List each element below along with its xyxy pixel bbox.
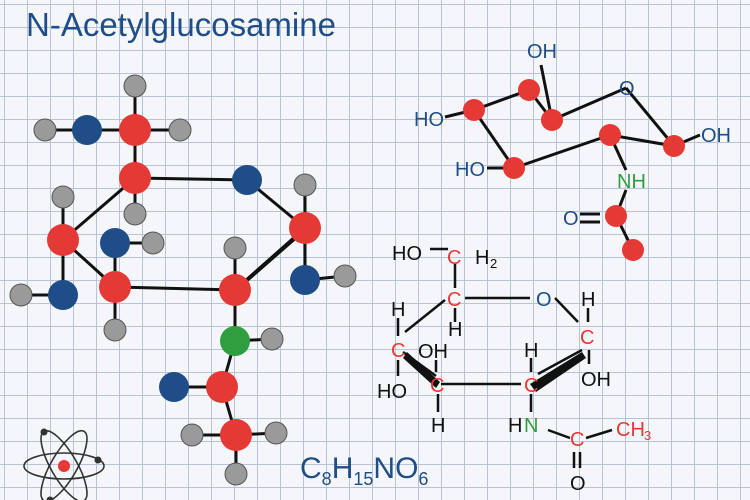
chair-c-acyl: C [570, 429, 584, 451]
chair-h2-sub: 2 [490, 256, 497, 271]
label-carbonyl-oxygen: O [563, 208, 579, 230]
chair-h3: H [524, 340, 538, 362]
chair-c4: C [391, 340, 405, 362]
chair-hn: H [508, 415, 522, 437]
formula-o: O [395, 452, 419, 485]
chair-c6: C [447, 247, 461, 269]
nitrogen-atom [220, 326, 250, 356]
chair-ho: HO [392, 243, 422, 265]
molecular-formula: C8H15NO6 [300, 452, 428, 490]
chair-oh3: OH [418, 341, 448, 363]
chair-n: N [524, 415, 538, 437]
label-nh: NH [617, 171, 646, 193]
diagram-title: N-Acetylglucosamine [26, 6, 336, 43]
chair-h5: H [448, 319, 462, 341]
label-oh-top: OH [527, 41, 557, 63]
formula-c: C [300, 452, 322, 485]
formula-h: H [331, 452, 354, 485]
label-oh-right: OH [701, 125, 731, 147]
oxygen-atoms [48, 115, 320, 402]
chair-h2: H [475, 247, 489, 269]
carbon-atoms [47, 114, 321, 451]
formula-n: N [373, 452, 396, 485]
chair-c1: C [580, 327, 594, 349]
chair-h1: H [581, 289, 595, 311]
formula-c-count: 8 [321, 469, 332, 489]
chair-ch3: CH [616, 419, 645, 441]
chair-oh1: OH [581, 369, 611, 391]
chair-c3: C [430, 375, 444, 397]
chair-o-acyl: O [570, 473, 586, 495]
label-ho-lower: HO [455, 159, 485, 181]
chair-h4: H [391, 299, 405, 321]
label-ho-upper: HO [414, 109, 444, 131]
chair-c5: C [447, 289, 461, 311]
formula-h-count: 15 [353, 469, 374, 489]
chair-ho4: HO [377, 381, 407, 403]
chair-ring-o: O [536, 289, 552, 311]
hydrogen-atoms [9, 74, 357, 486]
formula-o-count: 6 [418, 469, 429, 489]
chair-ch3-sub: 3 [644, 428, 651, 443]
label-ring-oxygen: O [619, 78, 635, 100]
chair-h2b: H [431, 415, 445, 437]
chair-c2: C [524, 375, 538, 397]
